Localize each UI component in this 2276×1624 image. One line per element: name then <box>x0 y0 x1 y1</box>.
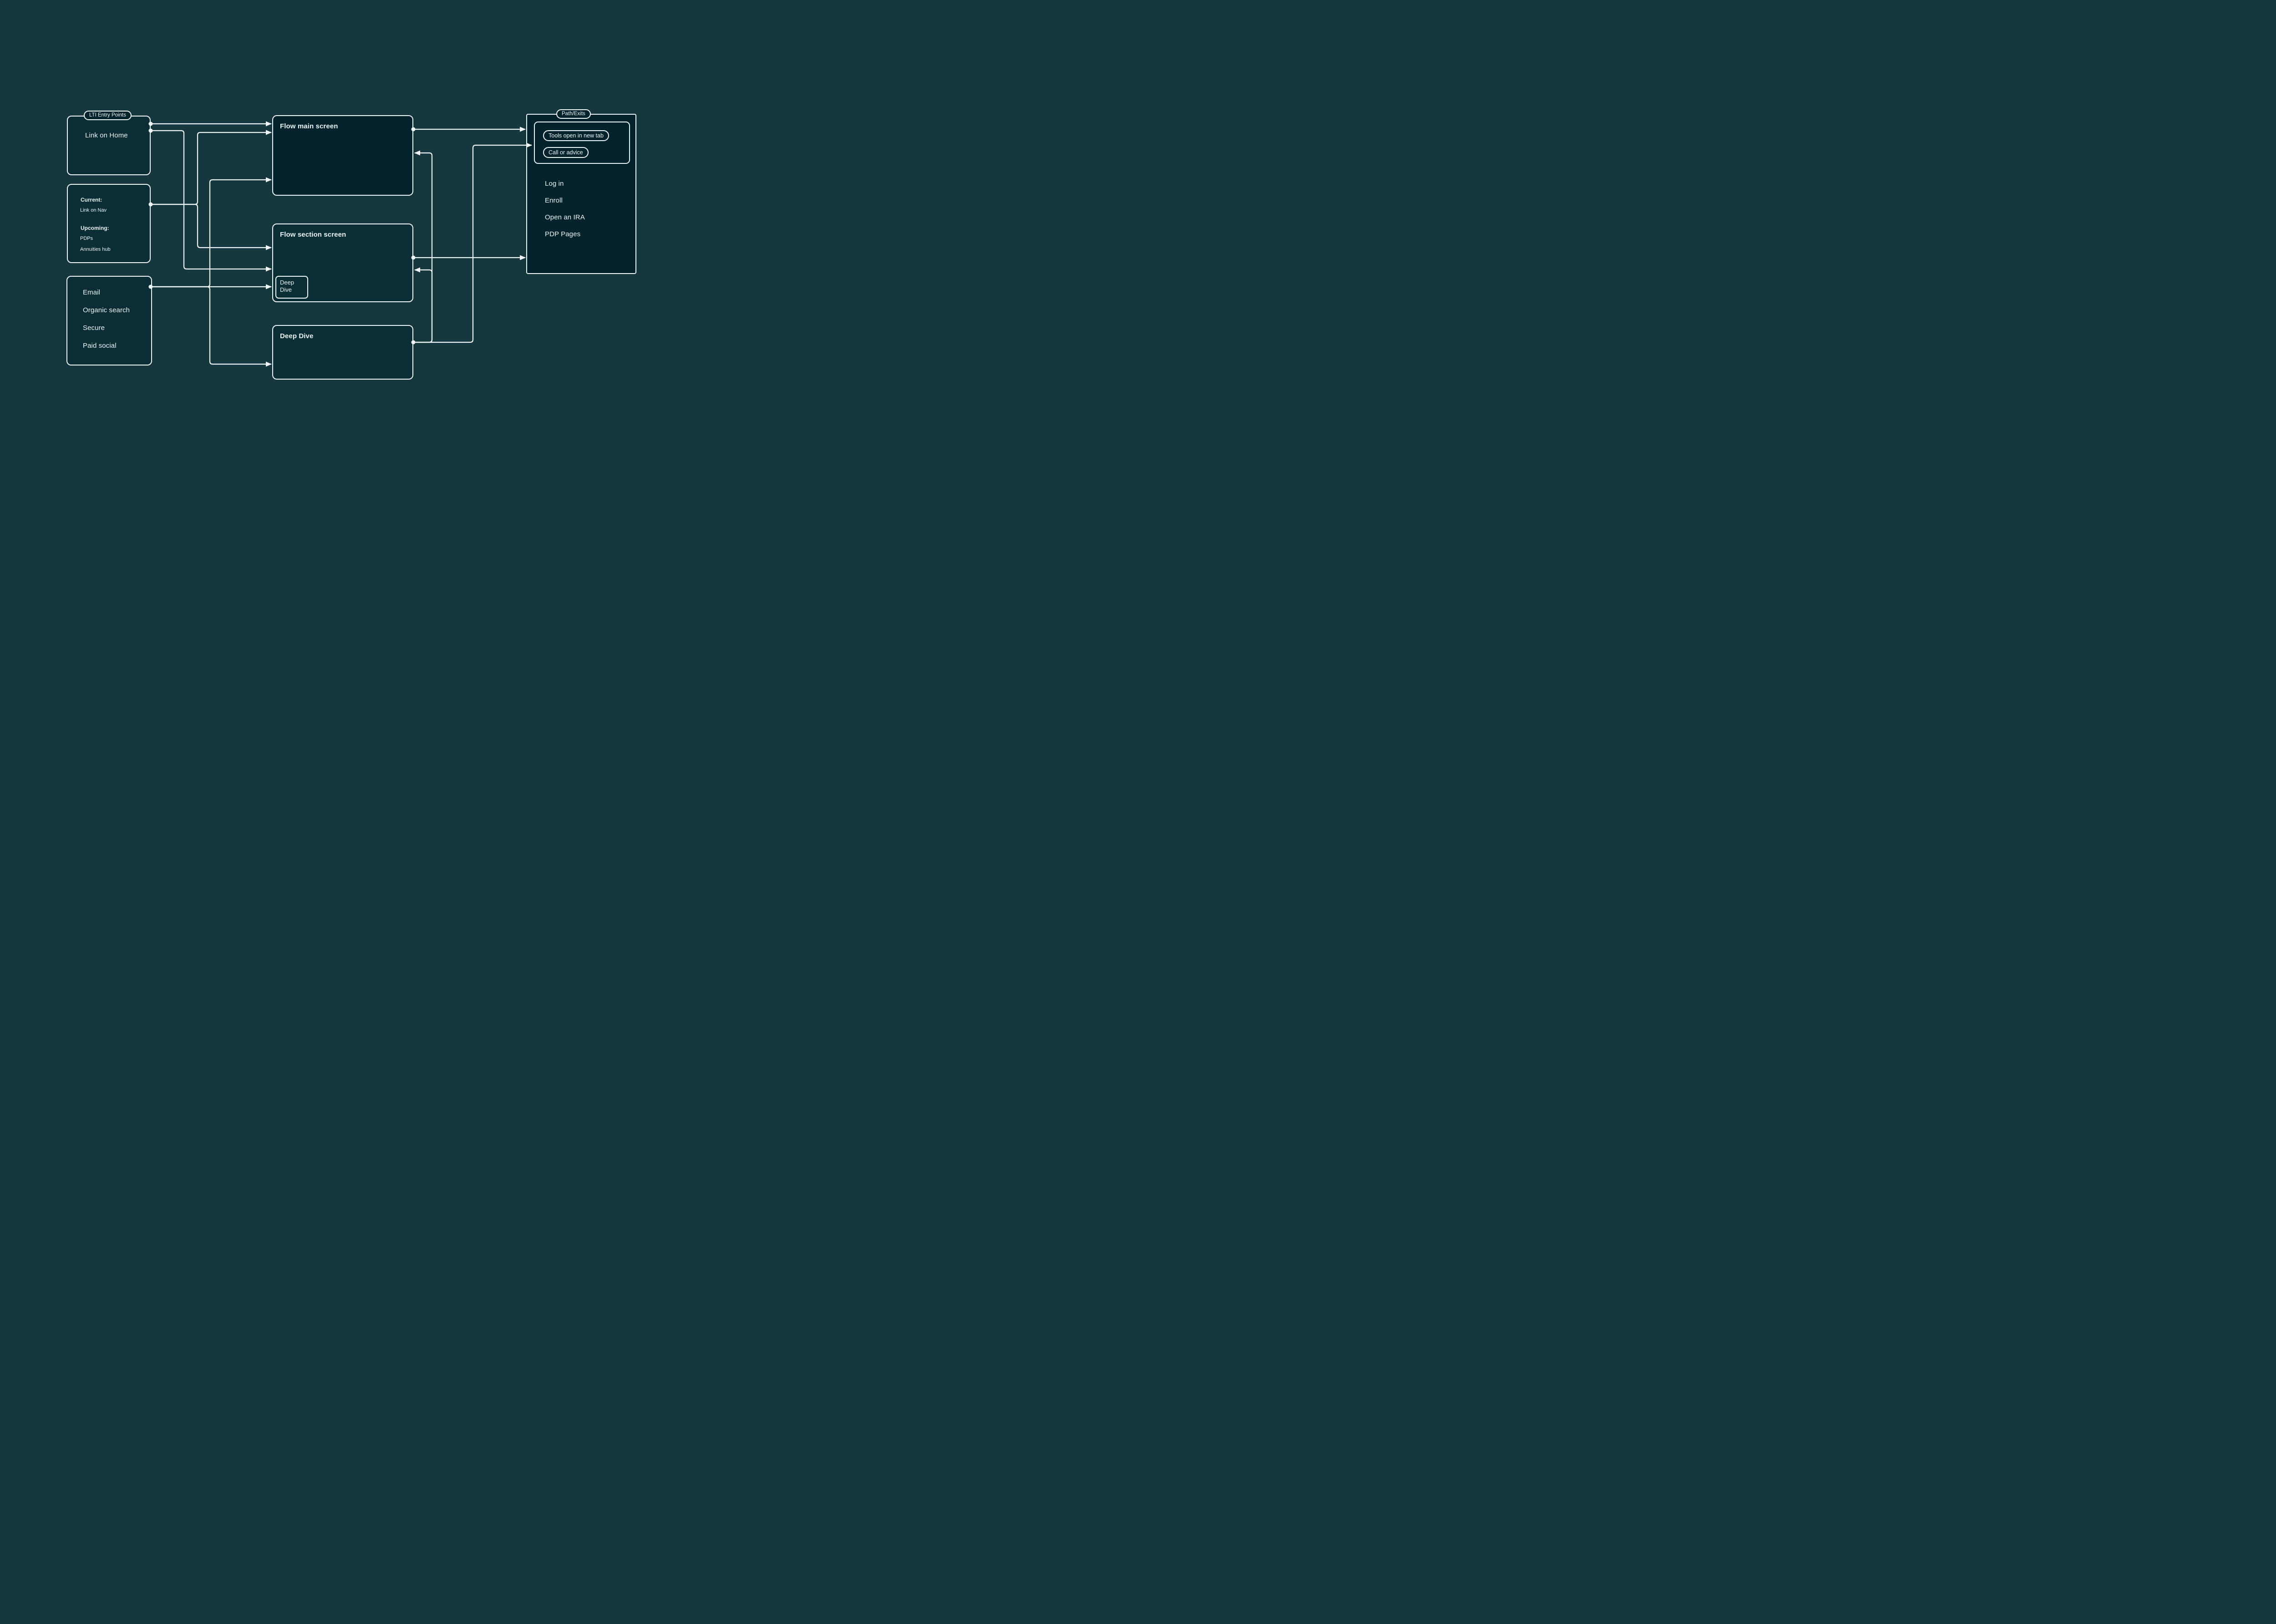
current-label: Current: <box>81 197 102 203</box>
path-exits-inner-group[interactable]: Tools open in new tab Call or advice <box>534 122 630 164</box>
flow-main-screen-title: Flow main screen <box>280 122 338 130</box>
upcoming-label: Upcoming: <box>81 225 109 231</box>
upcoming-item-annuities-hub: Annuities hub <box>80 247 111 252</box>
node-flow-main-screen[interactable]: Flow main screen <box>272 115 413 196</box>
channel-secure: Secure <box>83 324 105 332</box>
connector-deepdive-to-flowmain <box>413 150 433 343</box>
channel-email: Email <box>83 289 101 296</box>
channel-paid-social: Paid social <box>83 342 117 350</box>
path-exit-open-an-ira: Open an IRA <box>545 213 585 221</box>
node-path-exits[interactable]: Tools open in new tab Call or advice Log… <box>526 114 636 274</box>
call-or-advice-pill[interactable]: Call or advice <box>543 147 589 158</box>
path-exits-tag[interactable]: Path/Exits <box>556 109 591 119</box>
connector-deepdive-to-flowsection <box>413 267 433 343</box>
connector-channels-to-deepdive <box>151 286 272 367</box>
tools-open-new-tab-label: Tools open in new tab <box>549 132 604 139</box>
flow-section-screen-title: Flow section screen <box>280 231 346 239</box>
current-item-link-on-nav: Link on Nav <box>80 208 107 213</box>
tools-open-new-tab-pill[interactable]: Tools open in new tab <box>543 130 609 141</box>
node-channels[interactable]: Email Organic search Secure Paid social <box>66 276 152 365</box>
node-link-on-home[interactable]: Link on Home <box>67 116 151 175</box>
channel-organic-search: Organic search <box>83 306 130 314</box>
path-exit-enroll: Enroll <box>545 197 563 204</box>
deep-dive-title: Deep Dive <box>280 332 314 340</box>
node-nav-entry[interactable]: Current: Link on Nav Upcoming: PDPs Annu… <box>67 184 151 263</box>
path-exit-pdp-pages: PDP Pages <box>545 230 581 238</box>
deep-dive-chip[interactable]: Deep Dive <box>275 276 308 299</box>
connector-linknav-to-flowsection <box>151 203 272 250</box>
connector-deepdive-to-tools <box>413 142 532 343</box>
path-exit-log-in: Log in <box>545 180 564 188</box>
connector-channels-to-flowmain <box>151 177 272 288</box>
flow-diagram-canvas: LTI Entry Points Link on Home Current: L… <box>0 0 701 486</box>
call-or-advice-label: Call or advice <box>549 149 583 156</box>
path-exits-tag-label: Path/Exits <box>562 111 585 117</box>
connector-linknav-to-flowmain <box>151 130 272 205</box>
node-deep-dive[interactable]: Deep Dive <box>272 325 413 380</box>
connector-linkhome-to-flowsection <box>151 130 272 272</box>
link-on-home-label: Link on Home <box>85 132 128 139</box>
deep-dive-chip-label: Deep Dive <box>280 279 295 293</box>
lti-entry-points-tag[interactable]: LTI Entry Points <box>84 111 132 120</box>
upcoming-item-pdps: PDPs <box>80 236 93 241</box>
node-flow-section-screen[interactable]: Flow section screen Deep Dive <box>272 223 413 302</box>
lti-entry-points-tag-label: LTI Entry Points <box>89 112 126 118</box>
